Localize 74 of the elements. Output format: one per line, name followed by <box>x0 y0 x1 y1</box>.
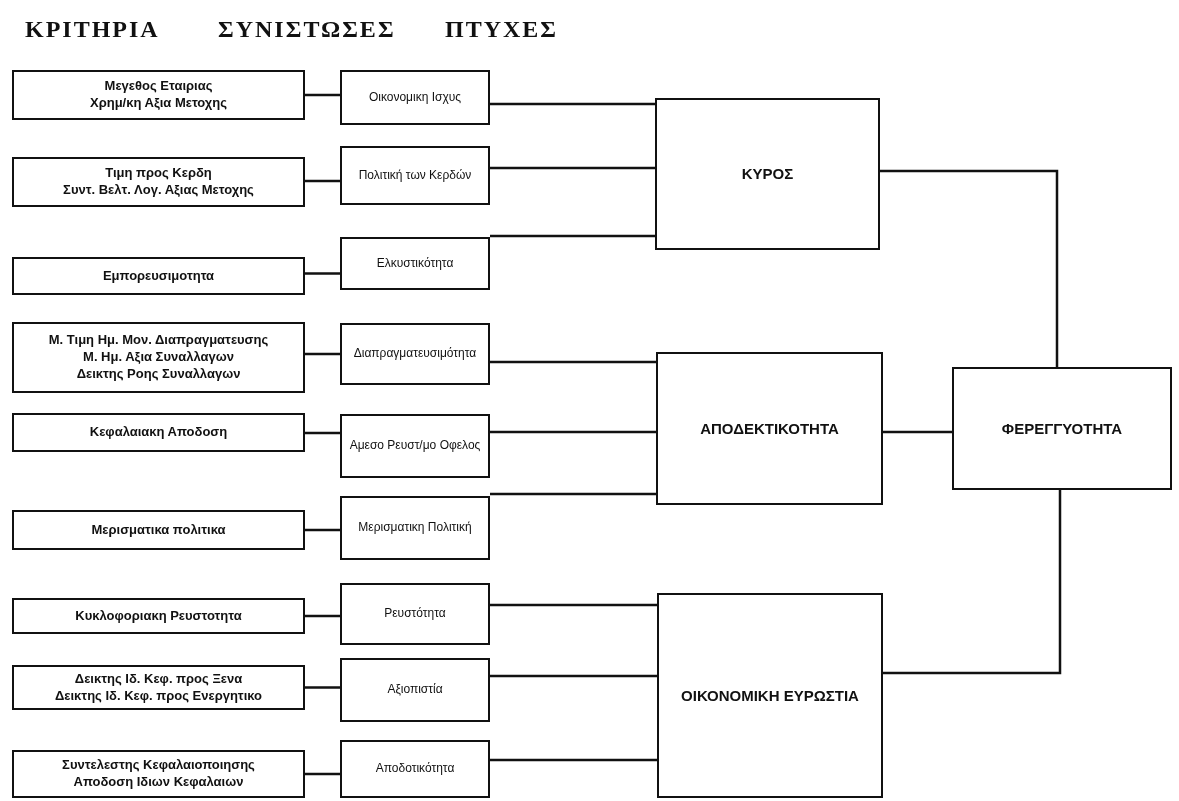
connector-line <box>305 93 340 97</box>
connector-line <box>490 102 655 106</box>
component-box <box>340 237 490 290</box>
box-text: Συντελεστης Κεφαλαιοποιησης <box>62 757 255 774</box>
connector-line <box>880 169 1059 367</box>
connector-line <box>490 603 657 607</box>
criterion-box <box>12 598 305 634</box>
box-text: Μερισματικη Πολιτική <box>358 520 472 536</box>
criterion-box <box>12 257 305 295</box>
component-box <box>340 70 490 125</box>
criterion-box <box>12 322 305 393</box>
criterion-box <box>12 157 305 207</box>
box-text: ΑΠΟΔΕΚΤΙΚΟΤΗΤΑ <box>700 418 839 439</box>
aspect-box <box>657 593 883 798</box>
criterion-box <box>12 413 305 452</box>
component-box <box>340 414 490 478</box>
box-text: Αξιοπιστία <box>387 682 443 698</box>
aspect-box <box>656 352 883 505</box>
aspect-box <box>655 98 880 250</box>
connector-line <box>883 490 1062 675</box>
box-text: Εμπορευσιμοτητα <box>102 267 215 285</box>
box-text: Αποδοτικότητα <box>375 761 455 777</box>
box-text: ΚΥΡΟΣ <box>741 164 794 184</box>
connector-line <box>305 614 340 618</box>
column-heading: ΚΡΙΤΗΡΙΑ <box>25 16 160 43</box>
connector-line <box>305 179 340 183</box>
column-heading: ΣΥΝΙΣΤΩΣΕΣ <box>218 16 396 43</box>
box-text: Οικονομικη Ισχυς <box>368 89 462 106</box>
box-text: Διαπραγματευσιμότητα <box>353 346 477 362</box>
box-text: Μ. Ημ. Αξια Συναλλαγων <box>83 349 234 366</box>
connector-line <box>305 431 340 435</box>
box-text: Δεικτης Ιδ. Κεφ. προς Ξενα <box>74 670 243 688</box>
connector-line <box>305 686 340 689</box>
component-box <box>340 583 490 645</box>
box-text: Αποδοση Ιδιων Κεφαλαιων <box>73 774 244 791</box>
box-text: Ελκυστικότητα <box>376 255 454 272</box>
criterion-box <box>12 665 305 710</box>
connector-line <box>490 166 655 170</box>
component-box <box>340 323 490 385</box>
connector-line <box>883 430 952 434</box>
box-text: Μ. Τιμη Ημ. Μον. Διαπραγματευσης <box>48 332 269 350</box>
box-text: Κεφαλαιακη Αποδοση <box>89 424 228 441</box>
box-text: ΟΙΚΟΝΟΜΙΚΗ ΕΥΡΩΣΤΙΑ <box>681 685 859 706</box>
box-text: Συντ. Βελτ. Λογ. Αξιας Μετοχης <box>63 182 254 199</box>
component-box <box>340 146 490 205</box>
box-text: Μερισματικα πολιτικα <box>91 521 226 539</box>
connector-line <box>305 352 340 356</box>
connector-line <box>305 272 340 275</box>
box-text: ΦΕΡΕΓΓΥΟΤΗΤΑ <box>1001 418 1123 439</box>
box-text: Μεγεθος Εταιριας <box>104 78 213 95</box>
criterion-box <box>12 750 305 798</box>
box-text: Δεικτης Ιδ. Κεφ. προς Ενεργητικο <box>54 687 263 705</box>
criterion-box <box>12 70 305 120</box>
box-text: Πολιτική των Κερδών <box>358 167 472 184</box>
connector-line <box>490 430 656 434</box>
connector-line <box>305 772 340 776</box>
result-box <box>952 367 1172 490</box>
connector-line <box>490 360 656 364</box>
connector-line <box>490 674 657 678</box>
box-text: Αμεσο Ρευστ/μο Οφελος <box>349 438 481 454</box>
box-text: Δεικτης Ροης Συναλλαγων <box>76 365 241 383</box>
box-text: Τιμη προς Κερδη <box>105 165 212 182</box>
criterion-box <box>12 510 305 550</box>
connector-line <box>490 758 657 762</box>
component-box <box>340 658 490 722</box>
connector-line <box>490 492 656 496</box>
connector-line <box>305 528 340 532</box>
box-text: Κυκλοφοριακη Ρευστοτητα <box>75 607 242 625</box>
component-box <box>340 740 490 798</box>
connector-line <box>490 234 655 238</box>
component-box <box>340 496 490 560</box>
column-heading: ΠΤΥΧΕΣ <box>445 16 559 43</box>
box-text: Χρημ/κη Αξια Μετοχης <box>90 95 227 112</box>
box-text: Ρευστότητα <box>384 606 446 622</box>
